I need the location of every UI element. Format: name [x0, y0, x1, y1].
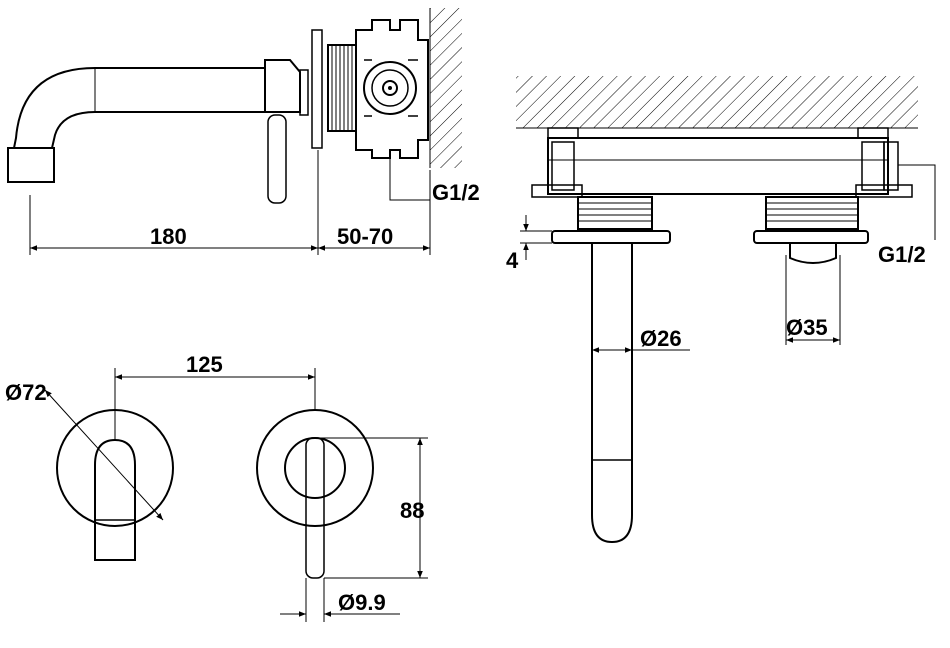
dimension-50-70: 50-70 [337, 224, 393, 249]
dimension-180: 180 [150, 224, 187, 249]
wall-plate-side [311, 29, 323, 149]
handle-side [267, 114, 287, 204]
handle-front [305, 437, 325, 579]
dimension-72: Ø72 [5, 380, 47, 405]
thread-label-right: G1/2 [878, 242, 926, 267]
wall-hatch-left [430, 8, 462, 168]
valve-port [363, 61, 417, 115]
dimension-35: Ø35 [786, 315, 828, 340]
handle-plate [256, 409, 374, 527]
spout-top [591, 243, 633, 544]
top-view: G1/2 4 Ø26 Ø35 [506, 76, 936, 544]
handle-top [789, 242, 837, 264]
spout-front [94, 438, 136, 561]
dimension-4: 4 [506, 248, 519, 273]
dimension-125: 125 [186, 352, 223, 377]
thread-label-left: G1/2 [432, 180, 480, 205]
spout-tip-side [7, 147, 55, 183]
dimension-88: 88 [400, 498, 424, 523]
dimension-line-72 [44, 389, 164, 521]
dimension-9-9: Ø9.9 [338, 590, 386, 615]
front-view: 125 Ø72 88 Ø9.9 [5, 352, 428, 622]
dimension-26: Ø26 [640, 326, 682, 351]
valve-box [355, 19, 429, 159]
side-view: G1/2 180 50-70 [7, 8, 480, 255]
spout-side [12, 67, 266, 149]
wall-hatch-right [516, 76, 918, 128]
